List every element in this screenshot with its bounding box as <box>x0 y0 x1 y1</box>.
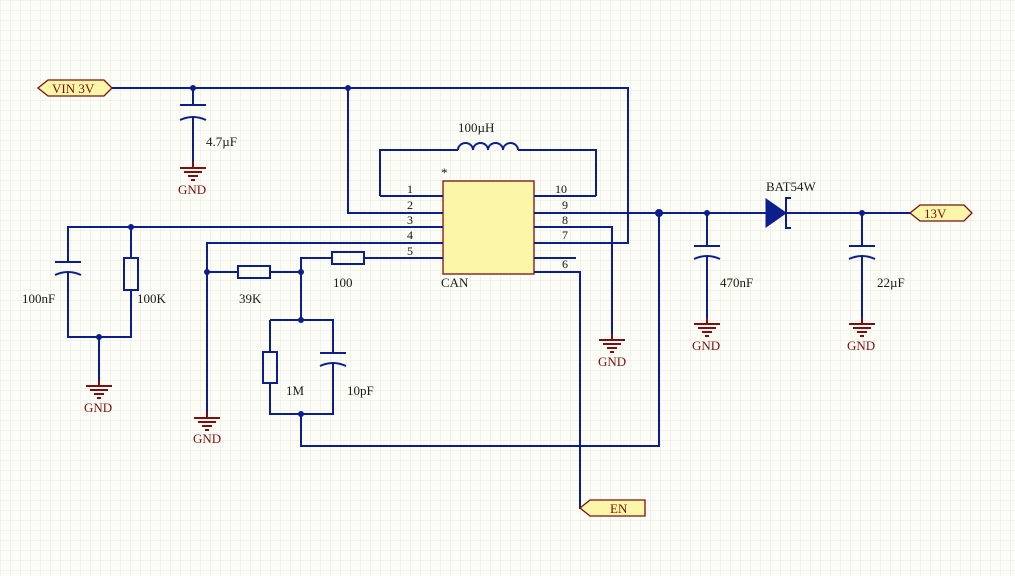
ic-can[interactable] <box>400 180 598 275</box>
port-en-label: EN <box>610 501 628 516</box>
capacitor-c-100n-label: 100nF <box>22 291 55 306</box>
port-13v-label: 13V <box>924 206 947 221</box>
junctions <box>96 85 865 417</box>
capacitor-c-22u-label: 22µF <box>877 275 905 290</box>
pin-3: 3 <box>407 213 413 227</box>
ground-label-3: GND <box>193 431 221 446</box>
capacitor-c-100n[interactable] <box>54 261 82 276</box>
pin-8: 8 <box>562 213 568 227</box>
resistor-r-100k-label: 100K <box>137 291 167 306</box>
resistor-r-100[interactable] <box>331 251 365 265</box>
resistor-r-100-label: 100 <box>333 275 353 290</box>
resistor-r-1m-label: 1M <box>286 383 305 398</box>
diode-label: BAT54W <box>766 179 817 194</box>
inductor-label: 100µH <box>458 120 494 135</box>
resistor-r-1m[interactable] <box>262 351 278 384</box>
capacitor-c-in[interactable] <box>179 104 207 121</box>
ground-label-2: GND <box>84 400 112 415</box>
pin-7: 7 <box>562 228 568 242</box>
ic-marker: * <box>441 165 448 180</box>
port-en[interactable] <box>578 499 646 517</box>
resistor-r-39k-label: 39K <box>239 291 262 306</box>
port-vin-label: VIN 3V <box>52 81 95 96</box>
pin-2: 2 <box>407 198 413 212</box>
ic-name: CAN <box>441 275 469 290</box>
ground-label-6: GND <box>847 338 875 353</box>
pin-5: 5 <box>407 244 413 258</box>
capacitor-c-22u[interactable] <box>848 245 876 260</box>
capacitor-c-470n-label: 470nF <box>720 275 753 290</box>
resistor-r-39k[interactable] <box>237 265 271 279</box>
port-vin[interactable] <box>36 79 113 97</box>
diode-bat54w[interactable] <box>765 197 791 229</box>
pin-1: 1 <box>407 182 413 196</box>
resistor-r-100k[interactable] <box>123 257 139 291</box>
port-13v[interactable] <box>908 204 973 222</box>
ground-label-5: GND <box>692 338 720 353</box>
capacitor-c-470n[interactable] <box>693 245 721 260</box>
capacitor-c-10p[interactable] <box>319 352 347 367</box>
pin-10: 10 <box>555 182 567 196</box>
inductor-l1[interactable] <box>457 142 519 151</box>
ground-label-1: GND <box>178 182 206 197</box>
capacitor-c-in-label: 4.7µF <box>206 134 237 149</box>
pin-4: 4 <box>407 228 413 242</box>
ground-label-4: GND <box>598 354 626 369</box>
pin-6: 6 <box>562 257 568 271</box>
capacitor-c-10p-label: 10pF <box>347 383 374 398</box>
pin-9: 9 <box>562 198 568 212</box>
